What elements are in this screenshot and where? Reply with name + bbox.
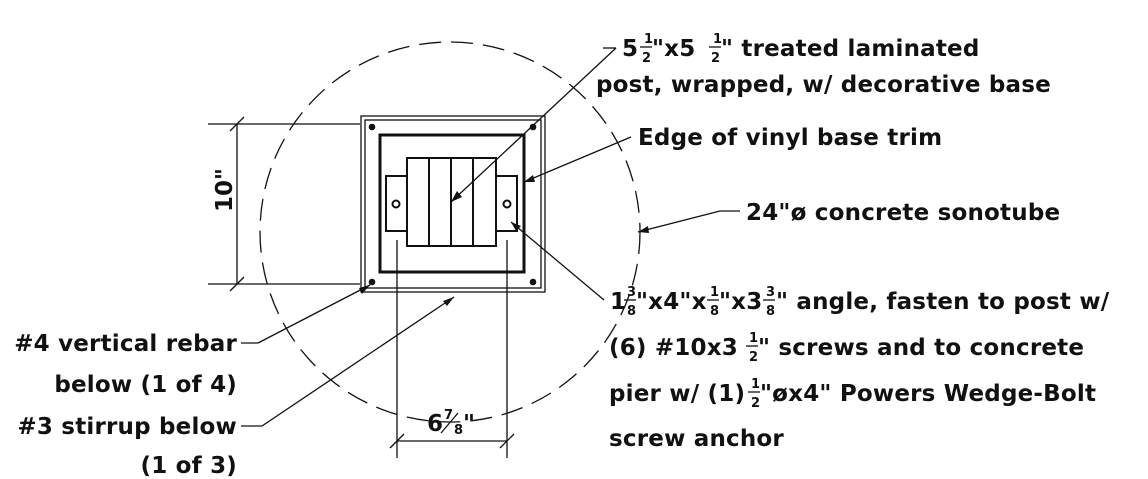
trim-label: Edge of vinyl base trim	[638, 125, 942, 151]
angle-bracket-left	[385, 175, 408, 232]
svg-text:2: 2	[642, 51, 651, 66]
svg-text:2: 2	[711, 51, 720, 66]
svg-text:": "	[463, 411, 475, 437]
svg-text:post, wrapped, w/ decorative b: post, wrapped, w/ decorative base	[596, 72, 1051, 98]
svg-text:"x4"x: "x4"x	[636, 289, 707, 315]
svg-text:1: 1	[710, 285, 719, 300]
svg-text:"x3: "x3	[719, 289, 762, 315]
rebar-dot	[368, 278, 376, 286]
svg-text:below (1 of 4): below (1 of 4)	[54, 372, 237, 398]
svg-text:5: 5	[622, 36, 638, 62]
rebar-dot	[529, 278, 537, 286]
svg-text:"øx4" Powers Wedge-Bolt: "øx4" Powers Wedge-Bolt	[760, 381, 1096, 407]
svg-text:(6) #10x3: (6) #10x3	[609, 335, 738, 361]
vertical-dimension-label: 10"	[212, 168, 238, 212]
svg-text:" screws and to concrete: " screws and to concrete	[758, 335, 1084, 361]
svg-text:2: 2	[751, 396, 760, 411]
svg-text:pier w/ (1): pier w/ (1)	[609, 381, 745, 407]
angle-label: 1 3 8 "x4"x 1 8 "x3 3 8 " angle, fasten …	[609, 285, 1110, 452]
svg-text:8: 8	[766, 304, 775, 319]
svg-text:1: 1	[713, 32, 722, 47]
svg-text:8: 8	[710, 304, 719, 319]
svg-text:3: 3	[766, 285, 775, 300]
horizontal-dimension-label: 6 7 8 "	[427, 408, 475, 438]
pier-outline-inner	[364, 119, 542, 289]
svg-text:1: 1	[644, 32, 653, 47]
post-label: 5 1 2 "x5 1 2 " treated laminated post, …	[596, 32, 1051, 98]
svg-text:#4 vertical rebar: #4 vertical rebar	[14, 331, 237, 357]
svg-text:1: 1	[749, 331, 758, 346]
svg-text:1: 1	[610, 289, 626, 315]
vinyl-base-trim	[378, 133, 526, 274]
svg-text:7: 7	[444, 408, 453, 423]
svg-text:screw anchor: screw anchor	[609, 426, 784, 452]
svg-text:8: 8	[627, 304, 636, 319]
pier-outline-outer	[360, 115, 546, 293]
svg-text:(1 of 3): (1 of 3)	[141, 453, 237, 479]
leader-angle	[510, 221, 605, 301]
svg-text:8: 8	[454, 423, 463, 438]
rebar-dot	[529, 123, 537, 131]
svg-text:"x5: "x5	[652, 36, 695, 62]
svg-text:#3 stirrup below: #3 stirrup below	[17, 414, 237, 440]
bolt-hole-left	[391, 199, 401, 209]
leader-trim	[523, 136, 632, 183]
sonotube-label: 24"ø concrete sonotube	[746, 200, 1060, 226]
angle-bracket-right	[495, 175, 518, 232]
svg-text:1: 1	[751, 377, 760, 392]
leader-sonotube	[637, 210, 721, 233]
leader-post	[450, 47, 617, 203]
svg-text:3: 3	[627, 285, 636, 300]
rebar-label: #4 vertical rebar below (1 of 4)	[14, 331, 237, 398]
svg-text:" treated laminated: " treated laminated	[721, 36, 980, 62]
svg-text:6: 6	[427, 411, 443, 437]
svg-text:" angle, fasten to post w/: " angle, fasten to post w/	[776, 289, 1110, 315]
stirrup-label: #3 stirrup below (1 of 3)	[17, 414, 237, 479]
rebar-dot	[368, 123, 376, 131]
bolt-hole-right	[502, 199, 512, 209]
svg-text:2: 2	[749, 350, 758, 365]
